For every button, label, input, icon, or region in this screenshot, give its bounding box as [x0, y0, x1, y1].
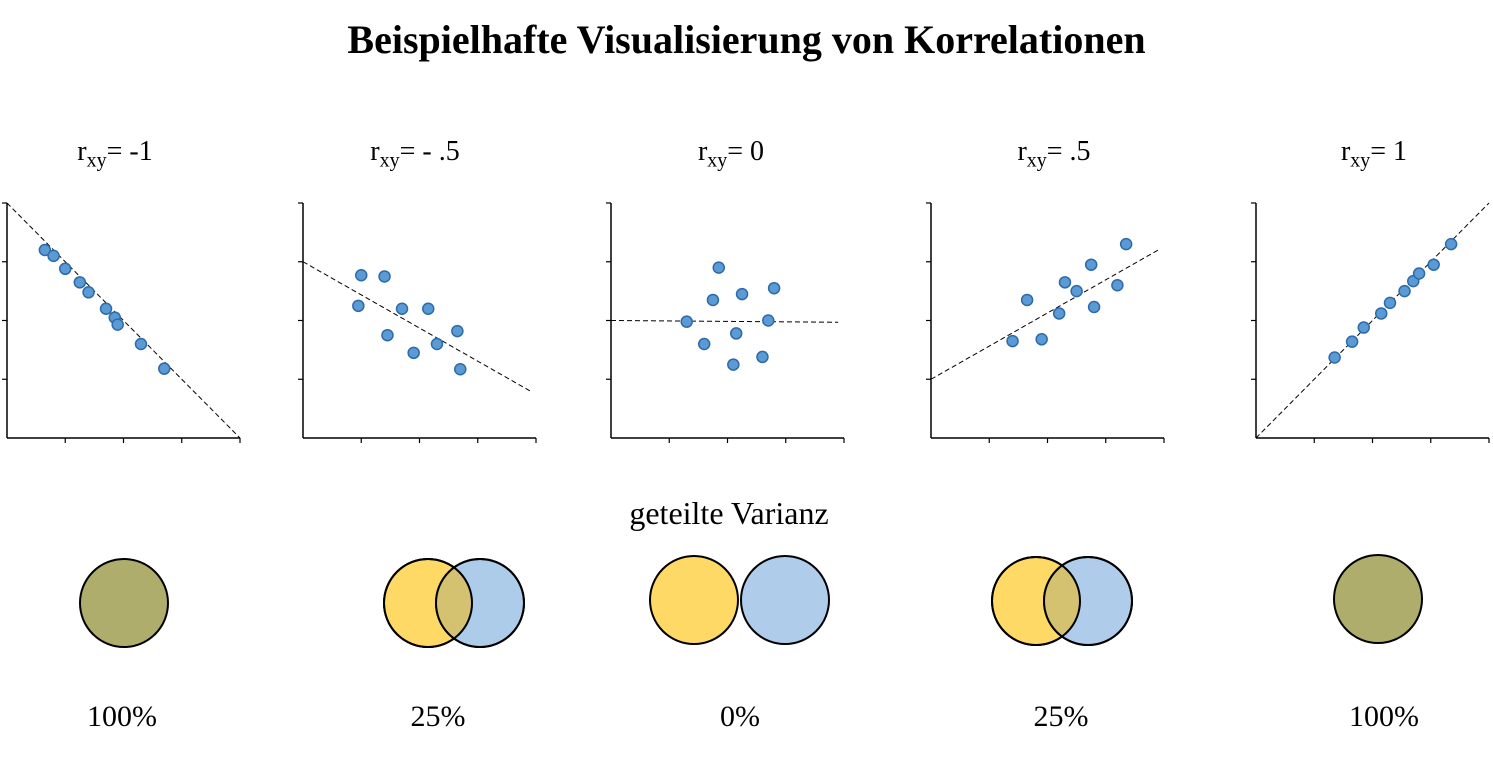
venn-circle-overlap	[1333, 554, 1423, 644]
shared-variance-value-1: 100%	[87, 700, 157, 733]
trend-line	[302, 261, 531, 392]
data-point	[381, 328, 394, 342]
panel-label-4: rxy= .5	[954, 136, 1154, 173]
data-point	[735, 287, 749, 301]
r-symbol: r	[370, 136, 380, 167]
r-value: = 0	[727, 136, 765, 167]
shared-variance-value-5: 100%	[1349, 700, 1419, 733]
data-point	[47, 249, 60, 263]
trend-line	[610, 320, 839, 323]
panel-label-2: rxy= - .5	[315, 136, 515, 173]
venn-overlap	[435, 567, 473, 639]
data-point	[1084, 258, 1098, 271]
data-point	[454, 363, 467, 376]
data-point	[134, 337, 148, 351]
data-point	[1070, 284, 1083, 298]
data-point	[1357, 321, 1371, 334]
shared-variance-value-4: 25%	[1033, 700, 1089, 733]
chart-title: Beispielhafte Visualisierung von Korrela…	[347, 17, 1146, 62]
r-symbol: r	[1017, 136, 1027, 167]
r-value: = -1	[106, 136, 153, 167]
data-point	[1444, 237, 1458, 251]
r-symbol: r	[1340, 136, 1351, 167]
data-point	[1383, 296, 1397, 310]
r-symbol: r	[697, 136, 708, 167]
data-point	[430, 337, 444, 351]
data-point	[407, 346, 420, 360]
data-point	[451, 324, 464, 338]
shared-variance-value-3: 0%	[720, 700, 760, 733]
r-value: = 1	[1370, 136, 1408, 167]
venn-diagram-2	[383, 558, 525, 648]
data-point	[158, 362, 171, 375]
venn-circle-blue	[740, 555, 830, 645]
data-point	[1087, 300, 1101, 314]
data-point	[712, 261, 726, 274]
data-point	[706, 293, 720, 307]
data-point	[1119, 237, 1133, 251]
data-point	[729, 327, 743, 340]
venn-diagram-4	[991, 556, 1133, 646]
r-subscript: xy	[707, 149, 728, 172]
data-point	[767, 281, 781, 295]
data-point	[1427, 258, 1440, 271]
data-point	[762, 314, 775, 327]
r-symbol: r	[77, 136, 87, 167]
trend-line	[6, 202, 241, 439]
data-point	[355, 269, 368, 282]
data-point	[1328, 351, 1341, 364]
data-point	[1052, 307, 1066, 320]
data-point	[395, 302, 409, 315]
data-point	[697, 337, 711, 351]
shared-variance-label: geteilte Varianz	[629, 495, 829, 531]
data-point	[727, 358, 740, 371]
r-subscript: xy	[1350, 149, 1371, 172]
data-point	[1058, 276, 1072, 289]
data-point	[421, 302, 435, 315]
data-point	[111, 318, 124, 331]
data-point	[73, 276, 87, 289]
r-subscript: xy	[86, 149, 107, 172]
data-point	[1412, 267, 1426, 280]
r-subscript: xy	[1026, 149, 1047, 172]
data-point	[59, 262, 72, 276]
data-point	[99, 302, 113, 315]
data-point	[680, 315, 693, 328]
data-point	[1345, 335, 1359, 348]
panel-label-5: rxy= 1	[1274, 136, 1474, 173]
data-point	[1398, 284, 1411, 298]
data-point	[1006, 334, 1019, 348]
venn-overlap	[1043, 565, 1081, 637]
venn-circle-overlap	[79, 558, 169, 648]
data-point	[82, 286, 95, 299]
trend-line	[930, 249, 1159, 380]
panel-label-1: rxy= -1	[15, 136, 215, 173]
shared-variance-value-2: 25%	[410, 700, 466, 733]
data-point	[1035, 333, 1048, 346]
data-point	[352, 299, 365, 313]
data-point	[1020, 293, 1034, 307]
venn-circle-yellow	[649, 555, 739, 645]
r-value: = - .5	[399, 136, 460, 167]
data-point	[38, 243, 52, 257]
panel-label-3: rxy= 0	[631, 136, 831, 173]
r-subscript: xy	[379, 149, 400, 172]
r-value: = .5	[1046, 136, 1091, 167]
data-point	[756, 350, 769, 364]
data-point	[1374, 307, 1388, 320]
data-point	[378, 270, 391, 283]
data-point	[1111, 279, 1124, 292]
